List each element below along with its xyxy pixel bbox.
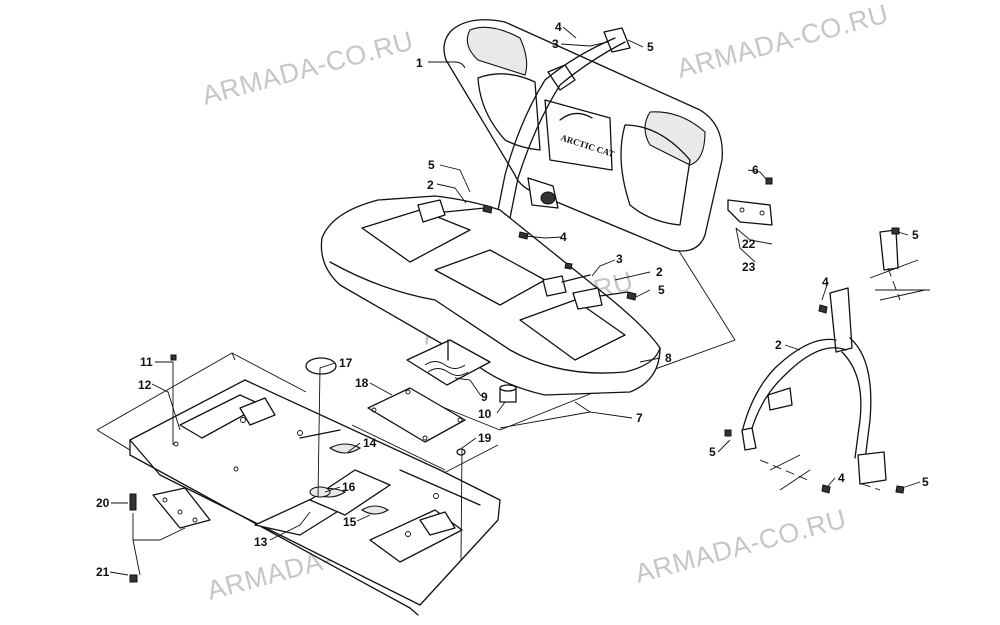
watermark-5: ARMADA-CO.RU bbox=[632, 504, 850, 589]
cover-plate bbox=[305, 357, 466, 498]
callout-numbers: 1 2 2 2 3 3 4 4 4 4 5 5 5 5 5 5 6 7 8 9 … bbox=[96, 20, 929, 579]
callout-15: 15 bbox=[343, 515, 357, 529]
callout-5-top: 5 bbox=[647, 40, 654, 54]
callout-4-side-upper: 4 bbox=[822, 275, 829, 289]
callout-2-side-belt: 2 bbox=[775, 338, 782, 352]
floor-bracket bbox=[129, 354, 211, 583]
callout-6: 6 bbox=[752, 163, 759, 177]
callout-21: 21 bbox=[96, 565, 110, 579]
callout-16: 16 bbox=[342, 480, 356, 494]
callout-11: 11 bbox=[140, 355, 153, 369]
side-seat-belt bbox=[724, 227, 930, 494]
callout-2-seat-buckle: 2 bbox=[427, 178, 434, 192]
callout-5-left: 5 bbox=[428, 158, 435, 172]
callout-5-right: 5 bbox=[658, 283, 665, 297]
callout-2-right-buckle: 2 bbox=[656, 265, 663, 279]
callout-4-mid: 4 bbox=[560, 230, 567, 244]
callout-19: 19 bbox=[478, 431, 492, 445]
callout-13: 13 bbox=[254, 535, 268, 549]
callout-18: 18 bbox=[355, 376, 369, 390]
callout-4-side-lower: 4 bbox=[838, 471, 845, 485]
callout-10: 10 bbox=[478, 407, 492, 421]
watermark-2: ARMADA-CO.RU bbox=[674, 0, 892, 84]
callout-3-mid: 3 bbox=[616, 252, 623, 266]
callout-7: 7 bbox=[636, 411, 643, 425]
callout-22: 22 bbox=[742, 237, 756, 251]
backrest-belt bbox=[494, 27, 631, 229]
callout-20: 20 bbox=[96, 496, 110, 510]
callout-9: 9 bbox=[481, 390, 488, 404]
seat-backrest: ARCTIC CAT bbox=[443, 19, 723, 252]
callout-3-top: 3 bbox=[552, 37, 559, 51]
callout-5-side-left: 5 bbox=[709, 445, 716, 459]
callout-4-top: 4 bbox=[555, 20, 562, 34]
seat-pads bbox=[406, 339, 517, 403]
cushion-buckles bbox=[417, 199, 637, 310]
callout-5-side-top: 5 bbox=[912, 228, 919, 242]
callout-14: 14 bbox=[363, 436, 377, 450]
backrest-bracket bbox=[727, 177, 773, 226]
callout-12: 12 bbox=[138, 378, 152, 392]
callout-1: 1 bbox=[416, 56, 423, 70]
callout-5-side-right: 5 bbox=[922, 475, 929, 489]
callout-23: 23 bbox=[742, 260, 756, 274]
leader-lines bbox=[109, 26, 921, 576]
callout-17: 17 bbox=[339, 356, 353, 370]
callout-8: 8 bbox=[665, 351, 672, 365]
watermark-1: ARMADA-CO.RU bbox=[199, 26, 417, 111]
